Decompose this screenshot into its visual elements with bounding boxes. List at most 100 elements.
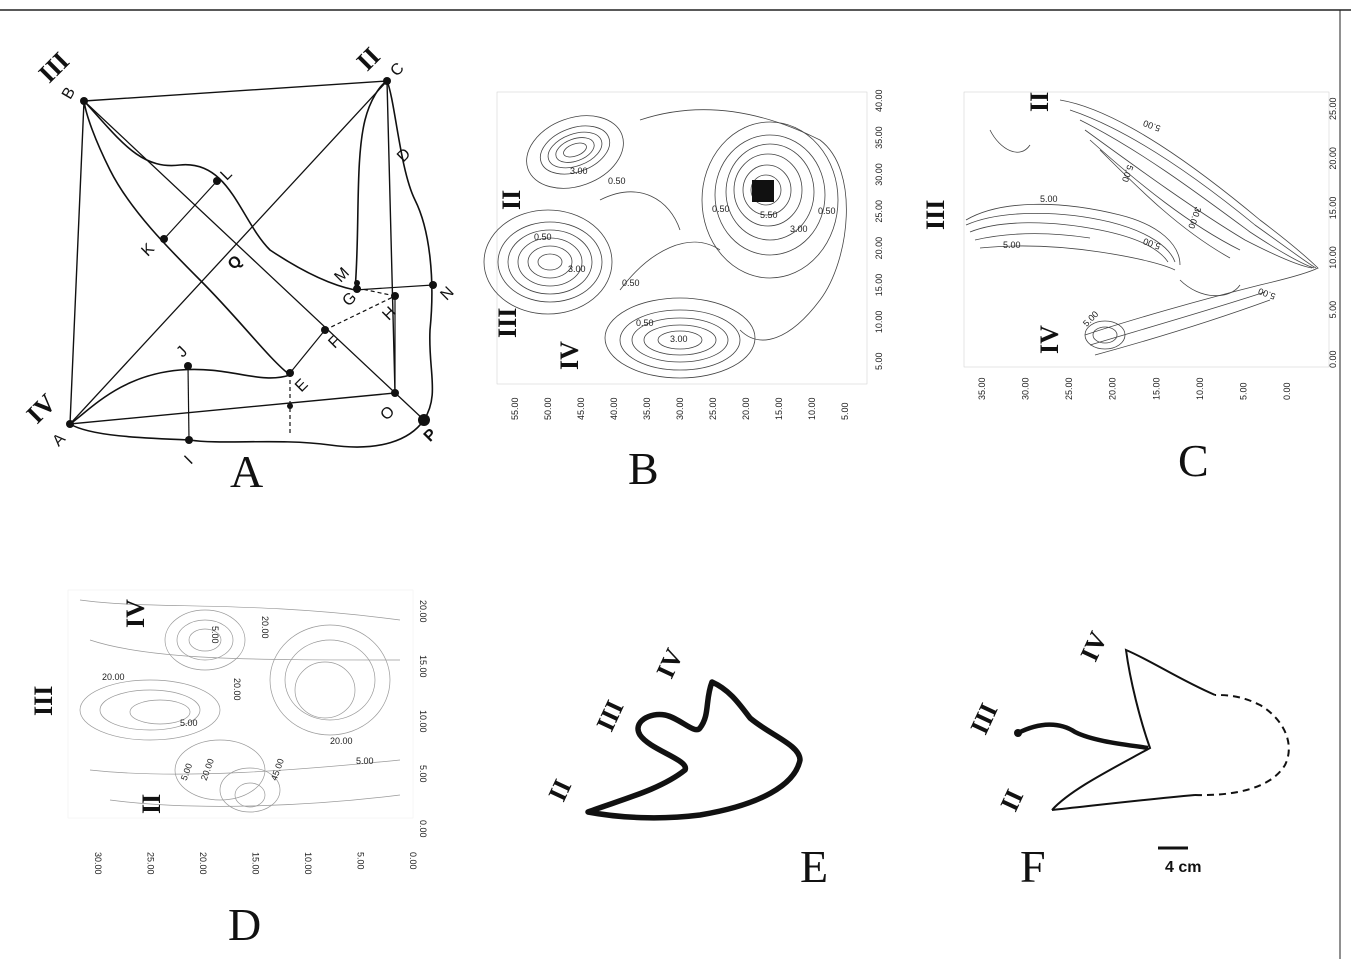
panel-b: 3.00 0.50 0.50 3.00 0.50 0.50 3.00 0.50 …	[483, 89, 884, 494]
digit-iv-label: IV	[1074, 627, 1113, 666]
axis-tick-label: 10.00	[807, 397, 817, 420]
digit-iv-label: IV	[1035, 325, 1064, 354]
digit-ii-label: II	[1025, 92, 1054, 112]
axis-tick-label: 20.00	[1328, 147, 1338, 170]
contour-label: 5.00	[356, 756, 374, 766]
contour-label: 3.00	[568, 264, 586, 274]
panel-label-e: E	[800, 841, 828, 892]
contour-label: 0.50	[622, 278, 640, 288]
axis-tick-label: 10.00	[418, 710, 428, 733]
digit-ii-label: II	[994, 785, 1029, 816]
digit-iii-label: III	[921, 200, 950, 230]
point-label-n: N	[437, 284, 457, 304]
axis-tick-label: 20.00	[198, 852, 208, 875]
axis-tick-label: 0.00	[418, 820, 428, 838]
axis-tick-label: 10.00	[303, 852, 313, 875]
panel-d: 5.00 20.00 20.00 20.00 5.00 20.00 5.00 2…	[29, 589, 428, 950]
axis-tick-label: 15.00	[418, 655, 428, 678]
digit-iii-label: III	[590, 696, 629, 736]
point-label-j: J	[173, 343, 191, 361]
axis-tick-label: 20.00	[1108, 377, 1118, 400]
axis-tick-label: 20.00	[741, 397, 751, 420]
digit-iv-label: IV	[21, 388, 62, 429]
point-label-h: H	[379, 304, 399, 324]
contour-label: 3.00	[670, 334, 688, 344]
axis-tick-label: 35.00	[977, 377, 987, 400]
contour-label: 3.00	[790, 224, 808, 234]
axis-tick-label: 5.00	[874, 352, 884, 370]
contour-label: 5.00	[1040, 194, 1058, 204]
axis-tick-label: 40.00	[874, 89, 884, 112]
point-label-f: F	[325, 333, 344, 352]
footprint-outline-f	[1051, 648, 1216, 811]
axis-tick-label: 10.00	[1195, 377, 1205, 400]
contour-label: 3.00	[570, 166, 588, 176]
axis-tick-label: 35.00	[642, 397, 652, 420]
contour-label: 0.50	[818, 206, 836, 216]
panel-label-c: C	[1178, 435, 1209, 486]
axis-tick-label: 20.00	[874, 237, 884, 260]
contour-label: 0.50	[608, 176, 626, 186]
digit-ii-label: II	[542, 775, 577, 806]
digit-iv-label: IV	[650, 644, 689, 683]
axis-tick-label: 15.00	[874, 274, 884, 297]
contour-label: 0.50	[636, 318, 654, 328]
digit-iv-label: IV	[121, 599, 150, 628]
contour-label: 0.50	[712, 204, 730, 214]
contour-label: 5.50	[760, 210, 778, 220]
contour-label: 20.00	[330, 736, 353, 746]
contour-label: 5.00	[180, 718, 198, 728]
axis-tick-label: 30.00	[675, 397, 685, 420]
panel-a: III II IV A B C D E F G H I J K L M N O …	[21, 42, 458, 497]
scale-bar-label: 4 cm	[1165, 859, 1201, 876]
contour-label: 5.00	[210, 626, 220, 644]
axis-tick-label: 5.00	[356, 852, 366, 870]
panel-label-b: B	[628, 443, 659, 494]
point-label-b: B	[59, 84, 79, 102]
panel-c: 5.00 5.00 5.00 5.00 30.00 5.00 5.00 5.00…	[921, 91, 1338, 486]
contour-label: 20.00	[260, 616, 270, 639]
axis-tick-label: 15.00	[1151, 377, 1161, 400]
axis-tick-label: 30.00	[874, 163, 884, 186]
axis-tick-label: 0.00	[408, 852, 418, 870]
point-label-q: Q	[225, 252, 246, 273]
digit-iii-label: III	[33, 46, 75, 88]
digit-iii-label: III	[493, 308, 522, 338]
point-label-i: I	[181, 453, 196, 468]
digit-ii-label: II	[351, 42, 386, 77]
contour-label: 0.50	[534, 232, 552, 242]
contour-label: 5.00	[1003, 240, 1021, 250]
point-label-m: M	[331, 264, 352, 285]
digit-ii-label: II	[497, 190, 526, 210]
panel-label-f: F	[1020, 841, 1046, 892]
axis-tick-label: 35.00	[874, 126, 884, 149]
axis-tick-label: 30.00	[1021, 377, 1031, 400]
axis-tick-label: 50.00	[543, 397, 553, 420]
point-label-c: C	[387, 60, 407, 80]
footprint-outline-e	[585, 679, 803, 821]
contour-label: 20.00	[232, 678, 242, 701]
axis-tick-label: 25.00	[874, 200, 884, 223]
axis-tick-label: 25.00	[1064, 377, 1074, 400]
axis-tick-label: 5.00	[840, 402, 850, 420]
digit-iv-label: IV	[555, 341, 584, 370]
axis-tick-label: 0.00	[1328, 350, 1338, 368]
axis-tick-label: 15.00	[1328, 197, 1338, 220]
point-label-k: K	[138, 240, 158, 260]
digit-iii-label: III	[29, 686, 58, 716]
axis-tick-label: 5.00	[1238, 382, 1248, 400]
panel-label-a: A	[230, 446, 263, 497]
point-label-a: A	[49, 430, 69, 450]
axis-tick-label: 45.00	[576, 397, 586, 420]
axis-tick-label: 55.00	[510, 397, 520, 420]
axis-tick-label: 40.00	[609, 397, 619, 420]
digit-iii-label: III	[964, 699, 1003, 739]
point-label-p: P	[421, 426, 441, 446]
